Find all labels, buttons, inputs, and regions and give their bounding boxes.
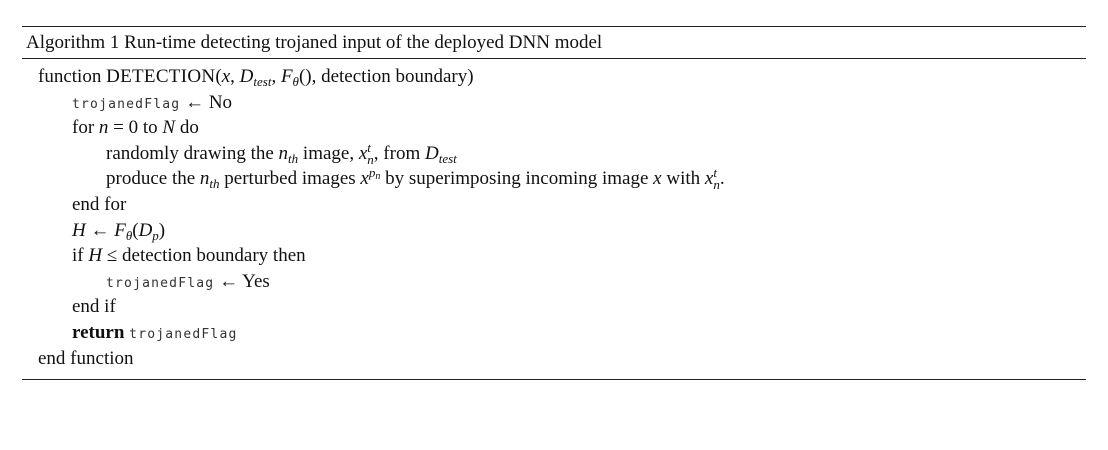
var-n: n [278,142,289,164]
var-x: x [221,66,231,87]
line-produce-perturbed: produce the nth perturbed images xpn by … [22,166,1086,192]
text-produce: produce the [106,168,200,190]
sub-n: n [367,151,374,167]
var-n: n [98,117,109,139]
open-paren: ( [215,66,222,87]
var-D: D [239,66,254,87]
var-n: n [199,168,210,190]
line-if: if H ≤ detection boundary then [22,243,1086,269]
var-x: x [358,142,368,164]
keyword-function: function [38,66,102,87]
line-return: return trojanedFlag [22,320,1086,346]
caption-rule [22,58,1086,59]
line-end-function: end function [38,347,134,369]
line-for: for n = 0 to N do [22,115,1086,141]
keyword-for: for [72,117,99,139]
value-yes: Yes [242,270,270,292]
var-trojanedFlag: trojanedFlag [72,96,181,112]
var-N: N [162,117,176,139]
line-end-if: end if [72,296,116,318]
sub-n: n [713,177,720,193]
comma: , [230,66,240,87]
top-rule [22,26,1086,27]
text-image: image, [298,142,359,164]
sub-test: test [438,150,457,166]
var-H: H [72,219,86,241]
var-F: F [114,219,126,241]
line-init-flag: trojanedFlag ← No [22,90,1086,116]
var-D: D [138,219,153,241]
line-function-header: function DETECTION(x, Dtest, Fθ(), detec… [22,64,1086,90]
text-with: with [661,168,705,190]
sup-t: t [713,165,717,181]
condition-text: ≤ detection boundary then [102,245,306,267]
var-H: H [88,245,103,267]
close-paren: ) [158,219,166,241]
value-no: No [208,91,233,113]
sub-th: th [288,150,299,166]
range-text: = 0 to [108,117,163,139]
var-x: x [360,168,369,190]
text-from: , from [373,142,425,164]
var-x: x [653,168,662,190]
line-compute-H: H ← Fθ(Dp) [22,218,1086,244]
algorithm-block: Algorithm 1 Run-time detecting trojaned … [22,26,1086,381]
sup-pn: pn [368,165,381,183]
text-perturbed-images: perturbed images [219,168,361,190]
line-end-for: end for [72,193,127,215]
bottom-rule [22,379,1086,381]
var-x: x [704,168,714,190]
period: . [719,168,725,190]
empty-parens: () [298,66,312,87]
sup-p: p [368,165,376,181]
algorithm-body: function DETECTION(x, Dtest, Fθ(), detec… [22,59,1086,371]
open-paren: ( [132,219,139,241]
var-F: F [280,66,293,87]
comma: , [271,66,281,87]
sub-theta: θ [292,74,299,89]
assign-arrow: ← [214,270,243,292]
keyword-if: if [72,245,89,267]
sup-t: t [367,139,371,155]
text-superimposing: by superimposing incoming image [380,168,654,190]
keyword-return: return [72,321,125,343]
var-trojanedFlag: trojanedFlag [129,326,238,342]
sub-th: th [209,176,220,192]
sup-sub-n: n [375,171,381,183]
line-set-flag: trojanedFlag ← Yes [22,269,1086,295]
sub-p: p [152,227,159,243]
assign-arrow: ← [180,91,209,113]
algorithm-caption: Algorithm 1 Run-time detecting trojaned … [26,32,603,53]
keyword-do: do [175,117,199,139]
sub-theta: θ [125,227,133,243]
sub-test: test [253,74,272,89]
function-name: DETECTION [106,66,216,87]
var-trojanedFlag: trojanedFlag [106,275,215,291]
var-D: D [424,142,439,164]
assign-arrow: ← [85,219,115,241]
params-rest: , detection boundary) [311,66,474,87]
text-randomly-drawing: randomly drawing the [106,142,279,164]
